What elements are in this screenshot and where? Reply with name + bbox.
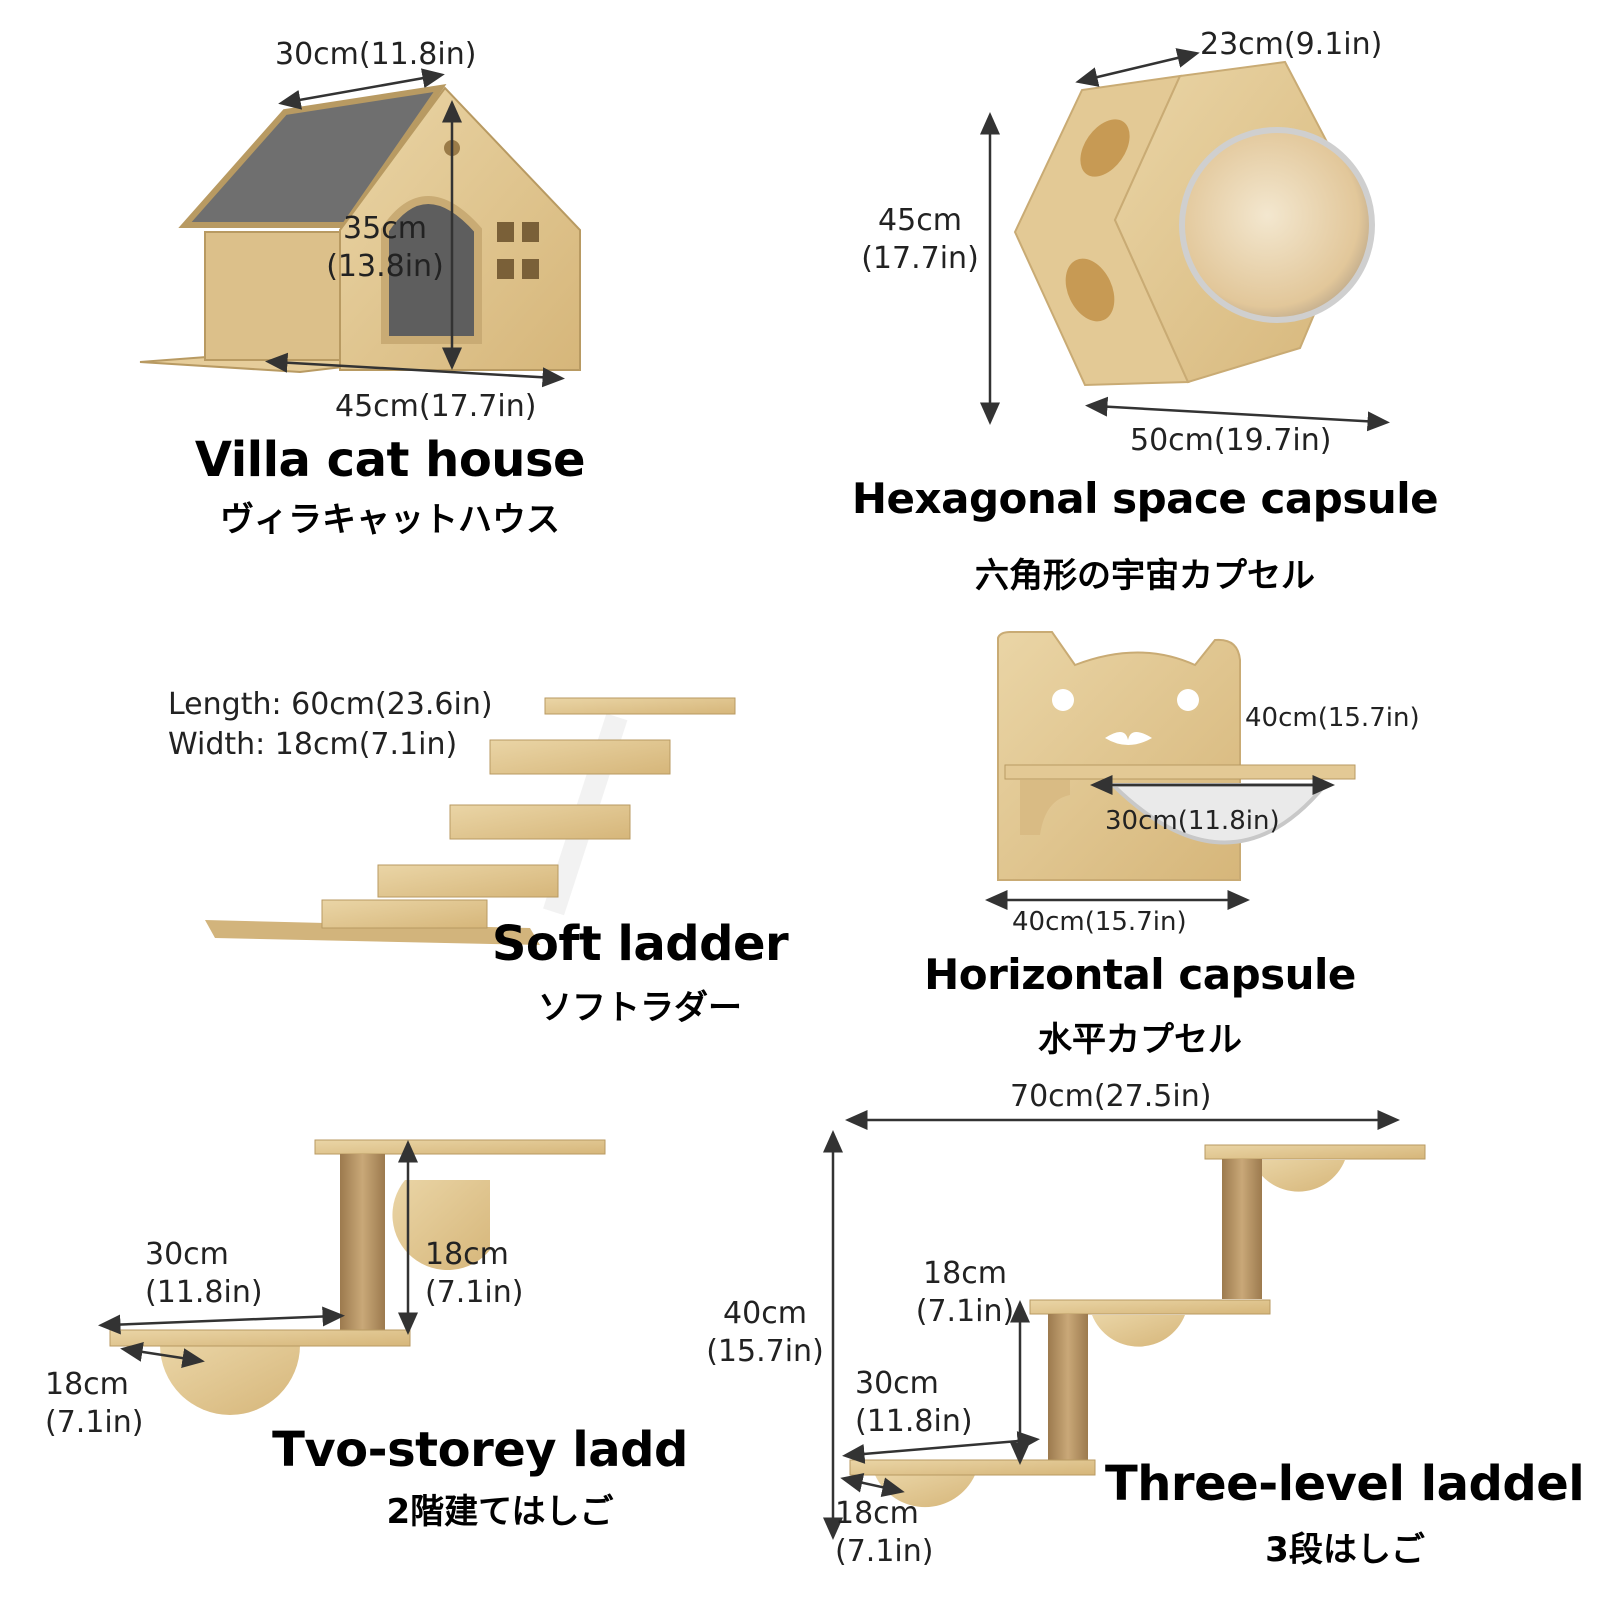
three-level-dim-step-in: (7.1in) bbox=[915, 1293, 1015, 1329]
horizontal-dim-shelf: 40cm(15.7in) bbox=[1245, 703, 1420, 733]
two-storey-ladder-illustration bbox=[98, 1139, 606, 1415]
three-level-dim-width-cm: 30cm bbox=[855, 1366, 939, 1401]
hexagon-dim-height-cm: 45cm bbox=[878, 203, 962, 238]
two-storey-title-jp: 2階建てはしご bbox=[386, 1492, 614, 1532]
two-storey-dim-height-in: (7.1in) bbox=[425, 1274, 524, 1310]
hexagon-title: Hexagonal space capsule bbox=[851, 474, 1439, 523]
three-level-dim-total-height-in: (15.7in) bbox=[706, 1333, 824, 1369]
villa-dim-height-in: (13.8in) bbox=[326, 248, 444, 284]
three-level-dim-depth-cm: 18cm bbox=[835, 1496, 919, 1531]
two-storey-dim-height-cm: 18cm bbox=[425, 1237, 509, 1272]
three-level-dim-width-in: (11.8in) bbox=[855, 1403, 973, 1439]
horizontal-title: Horizontal capsule bbox=[924, 950, 1356, 999]
three-level-dim-total-width: 70cm(27.5in) bbox=[1010, 1079, 1212, 1114]
soft-ladder-title-jp: ソフトラダー bbox=[538, 988, 742, 1028]
villa-house-illustration bbox=[139, 68, 581, 388]
two-storey-dim-width: 30cm (11.8in) bbox=[145, 1236, 263, 1311]
two-storey-dim-width-in: (11.8in) bbox=[145, 1274, 263, 1310]
two-storey-dim-height: 18cm (7.1in) bbox=[425, 1236, 523, 1311]
three-level-dim-step-cm: 18cm bbox=[923, 1256, 1007, 1291]
three-level-dim-depth: 18cm (7.1in) bbox=[835, 1495, 933, 1570]
three-level-title: Three-level laddel bbox=[1105, 1456, 1585, 1512]
villa-dim-height: 35cm (13.8in) bbox=[320, 210, 450, 285]
hexagon-dim-height: 45cm (17.7in) bbox=[855, 202, 985, 277]
horizontal-dim-base: 40cm(15.7in) bbox=[1012, 907, 1187, 937]
three-level-dim-width: 30cm (11.8in) bbox=[855, 1365, 973, 1440]
three-level-dim-total-height-cm: 40cm bbox=[723, 1296, 807, 1331]
three-level-dim-total-height: 40cm (15.7in) bbox=[700, 1295, 830, 1370]
three-level-title-jp: 3段はしご bbox=[1265, 1530, 1425, 1570]
villa-dim-bottom: 45cm(17.7in) bbox=[335, 389, 537, 424]
hexagon-dim-height-in: (17.7in) bbox=[861, 240, 979, 276]
soft-ladder-width: Width: 18cm(7.1in) bbox=[168, 727, 458, 762]
villa-title-jp: ヴィラキャットハウス bbox=[220, 500, 560, 540]
soft-ladder-title: Soft ladder bbox=[491, 916, 789, 972]
villa-title: Villa cat house bbox=[194, 432, 586, 488]
two-storey-dim-depth-in: (7.1in) bbox=[45, 1404, 144, 1440]
horizontal-dim-bowl: 30cm(11.8in) bbox=[1105, 806, 1280, 836]
two-storey-dim-width-cm: 30cm bbox=[145, 1237, 229, 1272]
horizontal-title-jp: 水平カプセル bbox=[1038, 1020, 1242, 1060]
hexagon-dim-depth: 23cm(9.1in) bbox=[1200, 27, 1383, 62]
hexagon-title-jp: 六角形の宇宙カプセル bbox=[975, 556, 1315, 596]
two-storey-title: Tvo-storey ladd bbox=[272, 1422, 688, 1478]
hexagon-dim-width: 50cm(19.7in) bbox=[1130, 423, 1332, 458]
villa-dim-height-cm: 35cm bbox=[343, 211, 427, 246]
soft-ladder-illustration bbox=[205, 697, 736, 945]
hexagon-capsule-illustration bbox=[980, 48, 1390, 432]
three-level-ladder-illustration bbox=[823, 1110, 1426, 1540]
horizontal-capsule-illustration bbox=[985, 631, 1356, 910]
soft-ladder-length: Length: 60cm(23.6in) bbox=[168, 687, 493, 722]
three-level-dim-depth-in: (7.1in) bbox=[835, 1533, 934, 1569]
two-storey-dim-depth-cm: 18cm bbox=[45, 1367, 129, 1402]
two-storey-dim-depth: 18cm (7.1in) bbox=[45, 1366, 143, 1441]
villa-dim-top: 30cm(11.8in) bbox=[275, 37, 477, 72]
three-level-dim-step: 18cm (7.1in) bbox=[905, 1255, 1025, 1330]
